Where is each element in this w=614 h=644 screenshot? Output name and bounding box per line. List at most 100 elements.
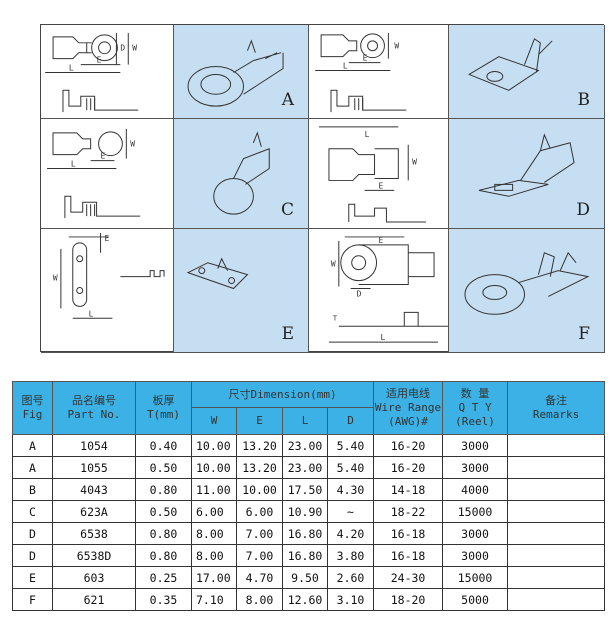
- cell-remarks: [507, 522, 606, 545]
- cell-remarks: [507, 544, 606, 567]
- drawing-a: D W L E: [41, 25, 174, 119]
- cell-wire-range: 24-30: [373, 566, 444, 589]
- cell-w: 10.00: [191, 434, 237, 457]
- cell-wire-range: 18-20: [373, 588, 444, 611]
- cell-e: 8.00: [236, 588, 283, 611]
- dim-label: E: [101, 152, 106, 161]
- dim-label: L: [69, 64, 74, 73]
- cell-part-no: 6538: [52, 522, 136, 545]
- cell-d: 5.40: [326, 456, 375, 479]
- dim-label: L: [380, 333, 385, 342]
- cell-w: 17.00: [191, 566, 237, 589]
- fig-letter: B: [577, 90, 591, 110]
- cell-part-no: 6538D: [52, 544, 136, 567]
- cell-qty: 3000: [442, 434, 509, 457]
- cell-thickness: 0.80: [135, 478, 192, 501]
- cell-w: 7.10: [191, 588, 237, 611]
- cell-e: 10.00: [236, 478, 283, 501]
- dim-label: E: [363, 54, 368, 63]
- dim-label: E: [379, 181, 384, 190]
- cell-qty: 4000: [442, 478, 509, 501]
- cell-part-no: 4043: [52, 478, 136, 501]
- fig-letter: A: [281, 90, 294, 110]
- cell-l: 16.80: [282, 544, 328, 567]
- cell-d: 4.20: [326, 522, 375, 545]
- dim-label: E: [105, 234, 110, 243]
- cell-wire-range: 16-18: [373, 522, 444, 545]
- dim-label: W: [130, 140, 135, 149]
- cell-qty: 3000: [442, 456, 509, 479]
- cell-e: 4.70: [236, 566, 283, 589]
- fig-letter: E: [281, 324, 294, 344]
- cell-thickness: 0.40: [135, 434, 192, 457]
- cell-fig: F: [12, 588, 53, 611]
- cell-remarks: [507, 588, 606, 611]
- cell-fig: E: [12, 566, 53, 589]
- cell-fig: C: [12, 500, 53, 523]
- cell-wire-range: 16-20: [373, 456, 444, 479]
- dim-label: W: [394, 42, 399, 51]
- cell-part-no: 623A: [52, 500, 136, 523]
- cell-l: 10.90: [282, 500, 328, 523]
- cell-remarks: [507, 434, 606, 457]
- dim-label: L: [89, 309, 94, 318]
- cell-w: 11.00: [191, 478, 237, 501]
- photo-d: D: [449, 119, 605, 229]
- cell-wire-range: 16-20: [373, 434, 444, 457]
- dim-label: D: [120, 44, 125, 53]
- cell-wire-range: 16-18: [373, 544, 444, 567]
- dim-label: L: [71, 160, 76, 169]
- cell-qty: 5000: [442, 588, 509, 611]
- cell-qty: 15000: [442, 500, 509, 523]
- cell-d: 3.80: [326, 544, 375, 567]
- dim-label: W: [331, 260, 336, 269]
- photo-b: B: [449, 25, 605, 119]
- cell-l: 12.60: [282, 588, 328, 611]
- cell-thickness: 0.80: [135, 544, 192, 567]
- dim-label: L: [343, 62, 348, 71]
- cell-thickness: 0.50: [135, 500, 192, 523]
- header-w: W: [191, 407, 237, 435]
- cell-fig: D: [12, 522, 53, 545]
- fig-letter: D: [576, 200, 590, 220]
- cell-wire-range: 14-18: [373, 478, 444, 501]
- cell-l: 23.00: [282, 456, 328, 479]
- cell-w: 10.00: [191, 456, 237, 479]
- cell-qty: 3000: [442, 522, 509, 545]
- dim-label: W: [53, 274, 58, 283]
- photo-e: E: [174, 229, 309, 353]
- cell-part-no: 621: [52, 588, 136, 611]
- cell-remarks: [507, 456, 606, 479]
- cell-e: 6.00: [236, 500, 283, 523]
- dim-label: W: [132, 44, 137, 53]
- header-dimension: 尺寸Dimension(mm): [190, 381, 375, 408]
- dim-label: D: [357, 289, 362, 298]
- cell-qty: 3000: [442, 544, 509, 567]
- header-e: E: [236, 407, 283, 435]
- fig-letter: F: [578, 324, 590, 344]
- fig-letter: C: [280, 200, 294, 220]
- cell-e: 7.00: [236, 522, 283, 545]
- cell-fig: B: [12, 478, 53, 501]
- cell-fig: D: [12, 544, 53, 567]
- cell-qty: 15000: [442, 566, 509, 589]
- cell-d: 3.10: [326, 588, 375, 611]
- cell-e: 13.20: [236, 434, 283, 457]
- drawing-b: W L E: [309, 25, 449, 119]
- cell-part-no: 603: [52, 566, 136, 589]
- header-d: D: [326, 407, 375, 435]
- cell-l: 9.50: [282, 566, 328, 589]
- cell-d: 4.30: [326, 478, 375, 501]
